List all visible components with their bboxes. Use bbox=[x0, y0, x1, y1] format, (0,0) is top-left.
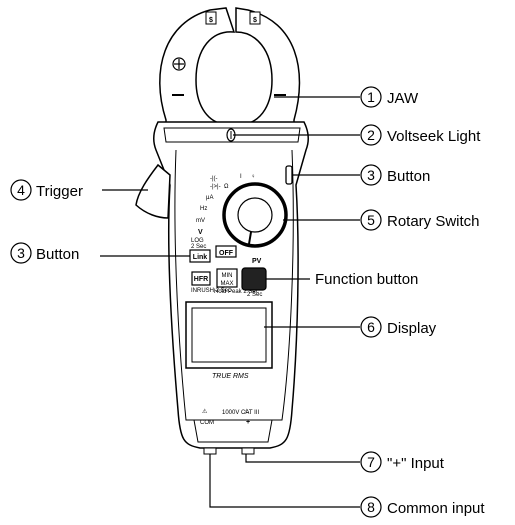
svg-text:4: 4 bbox=[17, 182, 25, 198]
callout-plus-input: 7 "+" Input bbox=[360, 451, 445, 473]
callout-display: 6 Display bbox=[360, 316, 437, 338]
hfr-button[interactable]: HFR INRUSH 2 Sec bbox=[191, 271, 231, 294]
svg-text:3: 3 bbox=[367, 167, 375, 183]
svg-text:INRUSH 2 Sec: INRUSH 2 Sec bbox=[191, 288, 231, 294]
svg-text:LOG: LOG bbox=[191, 238, 204, 244]
svg-text:Hz: Hz bbox=[200, 206, 207, 212]
svg-text:8: 8 bbox=[367, 499, 375, 515]
svg-text:6: 6 bbox=[367, 319, 375, 335]
svg-text:Rotary Switch: Rotary Switch bbox=[387, 213, 480, 230]
voltseek-light bbox=[226, 128, 236, 142]
svg-text:$: $ bbox=[209, 17, 213, 24]
callout-rotary-switch: 5 Rotary Switch bbox=[360, 209, 480, 231]
svg-text:Link: Link bbox=[193, 254, 207, 261]
svg-text:7: 7 bbox=[367, 454, 375, 470]
lcd-display bbox=[185, 301, 273, 369]
callout-jaw: 1 JAW bbox=[360, 86, 419, 108]
callout-trigger: 4 Trigger bbox=[10, 179, 83, 201]
trigger[interactable] bbox=[135, 163, 171, 219]
callout-voltseek: 2 Voltseek Light bbox=[360, 124, 481, 146]
jaw-warning-left-icon: $ bbox=[205, 11, 217, 25]
svg-text:OFF: OFF bbox=[219, 250, 234, 257]
svg-text:MAX: MAX bbox=[220, 281, 233, 287]
svg-text:Function button: Function button bbox=[315, 271, 418, 288]
svg-text:V: V bbox=[198, 229, 203, 236]
pv-label: PV bbox=[252, 258, 262, 265]
svg-text:⚠: ⚠ bbox=[244, 408, 250, 415]
svg-text:Common input: Common input bbox=[387, 500, 485, 517]
svg-text:JAW: JAW bbox=[387, 90, 419, 107]
svg-text:+: + bbox=[246, 419, 250, 426]
svg-text:1000V CAT III: 1000V CAT III bbox=[222, 410, 259, 416]
callout-button-right: 3 Button bbox=[360, 164, 430, 186]
svg-text:-|>|-: -|>|- bbox=[210, 184, 221, 190]
svg-text:Display: Display bbox=[387, 320, 437, 337]
minmax-button[interactable]: MIN MAX Hold Peak 2 Sec bbox=[214, 268, 259, 295]
svg-text:2 Sec: 2 Sec bbox=[191, 244, 206, 250]
svg-text:3: 3 bbox=[17, 245, 25, 261]
svg-text:2 Sec: 2 Sec bbox=[247, 292, 262, 298]
svg-text:HFR: HFR bbox=[194, 276, 208, 283]
callout-button-left: 3 Button bbox=[10, 242, 79, 264]
range-markings: -|(- -|>|- Ω μA Hz mV V I ♀ bbox=[196, 174, 256, 236]
svg-text:⚠: ⚠ bbox=[202, 408, 208, 415]
side-button[interactable] bbox=[285, 165, 293, 185]
svg-text:♀: ♀ bbox=[251, 174, 256, 180]
rotary-switch[interactable] bbox=[222, 182, 288, 248]
leader-lines bbox=[100, 96, 360, 508]
callout-common-input: 8 Common input bbox=[360, 496, 485, 518]
off-indicator: OFF bbox=[215, 245, 237, 258]
svg-text:Ω: Ω bbox=[224, 184, 229, 190]
callout-function-button: Function button bbox=[315, 271, 418, 288]
svg-text:Trigger: Trigger bbox=[36, 183, 83, 200]
svg-text:2: 2 bbox=[367, 127, 375, 143]
link-button[interactable]: LOG 2 Sec Link bbox=[189, 238, 211, 263]
svg-text:Hold Peak 2 Sec: Hold Peak 2 Sec bbox=[214, 289, 259, 295]
true-rms-label: TRUE RMS bbox=[212, 373, 249, 380]
svg-text:-|(-: -|(- bbox=[210, 176, 218, 182]
svg-text:Voltseek Light: Voltseek Light bbox=[387, 128, 481, 145]
svg-text:I: I bbox=[240, 174, 242, 180]
terminals: ⚠ COM 1000V CAT III ⚠ + bbox=[193, 408, 273, 443]
svg-text:$: $ bbox=[253, 17, 257, 24]
svg-text:1: 1 bbox=[367, 89, 375, 105]
svg-text:"+" Input: "+" Input bbox=[387, 455, 445, 472]
svg-text:COM: COM bbox=[200, 420, 214, 426]
jaw-warning-right-icon: $ bbox=[249, 11, 261, 25]
svg-text:mV: mV bbox=[196, 218, 205, 224]
svg-text:μA: μA bbox=[206, 195, 213, 201]
screw-icon bbox=[172, 57, 186, 71]
svg-text:5: 5 bbox=[367, 212, 375, 228]
svg-text:Button: Button bbox=[36, 246, 79, 263]
svg-text:Button: Button bbox=[387, 168, 430, 185]
svg-text:MIN: MIN bbox=[222, 273, 233, 279]
